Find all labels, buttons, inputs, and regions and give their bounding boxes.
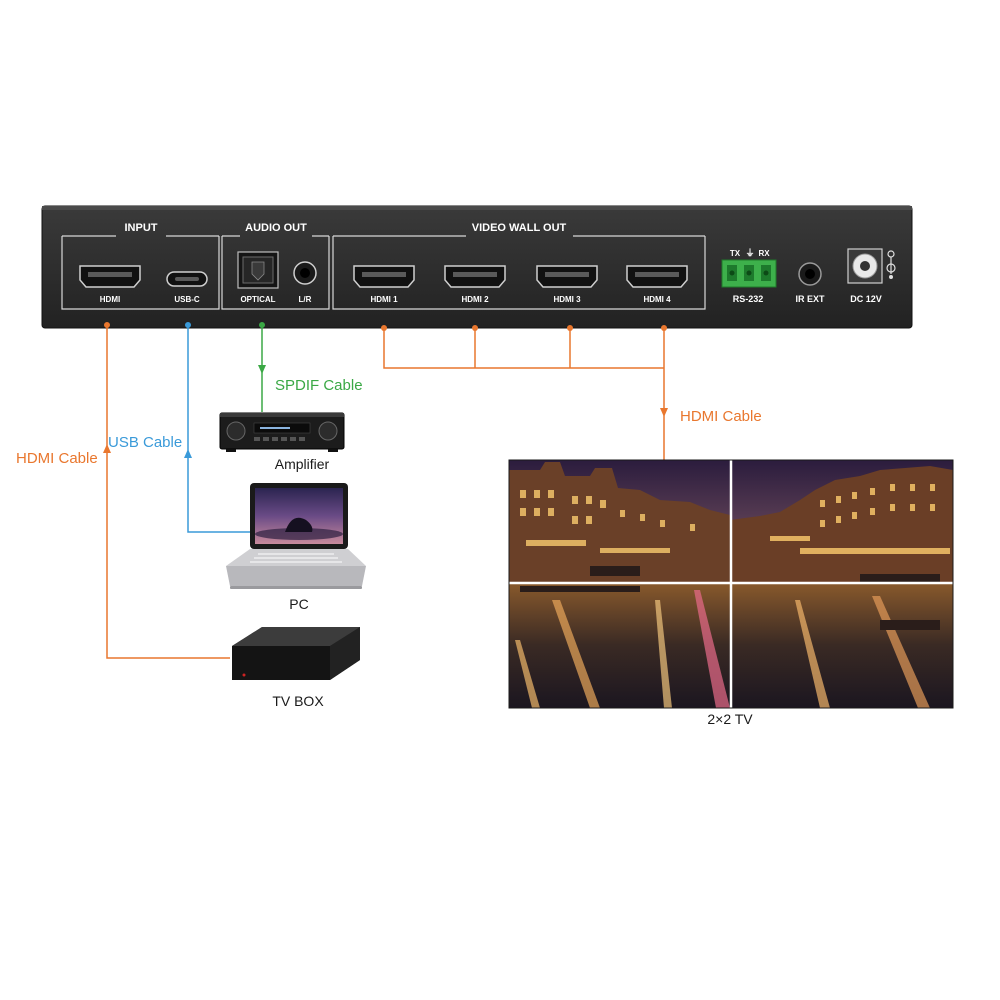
tv-box-label: TV BOX xyxy=(272,693,324,709)
usb-cable-label: USB Cable xyxy=(108,434,182,451)
usb-cable xyxy=(187,325,250,533)
hdmi-input-label: HDMI xyxy=(100,295,120,304)
matrix-device-panel: INPUT AUDIO OUT VIDEO WALL OUT HDMI USB-… xyxy=(41,205,913,329)
hdmi-input-connection-dot xyxy=(104,322,110,328)
hdmi-input-cable xyxy=(106,325,230,659)
rs232-terminal-icon[interactable] xyxy=(721,259,777,288)
usb-c-port-icon[interactable] xyxy=(166,271,208,287)
hdmi-port-icon[interactable] xyxy=(79,265,141,288)
audio-group-box xyxy=(221,235,330,310)
usb-connection-dot xyxy=(185,322,191,328)
spdif-arrow xyxy=(258,365,266,374)
ground-symbol: ⏚ xyxy=(745,248,754,258)
hdmi-port-icon[interactable] xyxy=(353,265,415,288)
hdmi-port-icon[interactable] xyxy=(626,265,688,288)
input-group-label: INPUT xyxy=(125,222,158,234)
ir-jack-icon[interactable] xyxy=(798,262,822,286)
input-group-box xyxy=(61,235,220,310)
hdmi-input-cable-label: HDMI Cable xyxy=(16,450,98,467)
usb-arrow xyxy=(184,449,192,458)
amplifier-label: Amplifier xyxy=(275,456,330,472)
tv-box-icon xyxy=(232,627,360,680)
hdmi-port-icon[interactable] xyxy=(536,265,598,288)
hdmi3-label: HDMI 3 xyxy=(553,295,581,304)
rs232-tx-label: TX xyxy=(730,249,741,258)
tv-wall-label: 2×2 TV xyxy=(707,711,753,727)
spdif-cable-label: SPDIF Cable xyxy=(275,377,363,394)
hdmi2-connection-dot xyxy=(472,325,478,331)
hdmi2-label: HDMI 2 xyxy=(461,295,489,304)
hdmi3-connection-dot xyxy=(567,325,573,331)
audio-jack-icon[interactable] xyxy=(293,261,317,285)
amplifier-icon xyxy=(219,412,345,452)
dc-power-icon[interactable] xyxy=(847,248,896,284)
laptop-icon xyxy=(226,483,366,589)
pc-label: PC xyxy=(289,596,308,612)
hdmi4-connection-dot xyxy=(661,325,667,331)
audio-out-group-label: AUDIO OUT xyxy=(245,222,307,234)
hdmi-output-cables xyxy=(383,328,665,460)
hdmi1-connection-dot xyxy=(381,325,387,331)
lr-label: L/R xyxy=(299,295,312,304)
ir-ext-label: IR EXT xyxy=(795,294,825,304)
optical-label: OPTICAL xyxy=(240,295,275,304)
dc-12v-label: DC 12V xyxy=(850,294,882,304)
hdmi-port-icon[interactable] xyxy=(444,265,506,288)
hdmi1-label: HDMI 1 xyxy=(370,295,398,304)
tv-wall-icon xyxy=(508,459,954,709)
video-wall-out-group-label: VIDEO WALL OUT xyxy=(472,222,567,234)
hdmi4-label: HDMI 4 xyxy=(643,295,671,304)
hdmi-output-cable-label: HDMI Cable xyxy=(680,408,762,425)
hdmi-output-arrow xyxy=(660,408,668,417)
video-wall-group-box xyxy=(332,235,706,310)
hdmi-input-arrow xyxy=(103,444,111,453)
usb-c-label: USB-C xyxy=(174,295,200,304)
rs232-rx-label: RX xyxy=(758,249,770,258)
spdif-connection-dot xyxy=(259,322,265,328)
optical-port-icon[interactable] xyxy=(237,251,279,289)
rs232-label: RS-232 xyxy=(733,294,764,304)
